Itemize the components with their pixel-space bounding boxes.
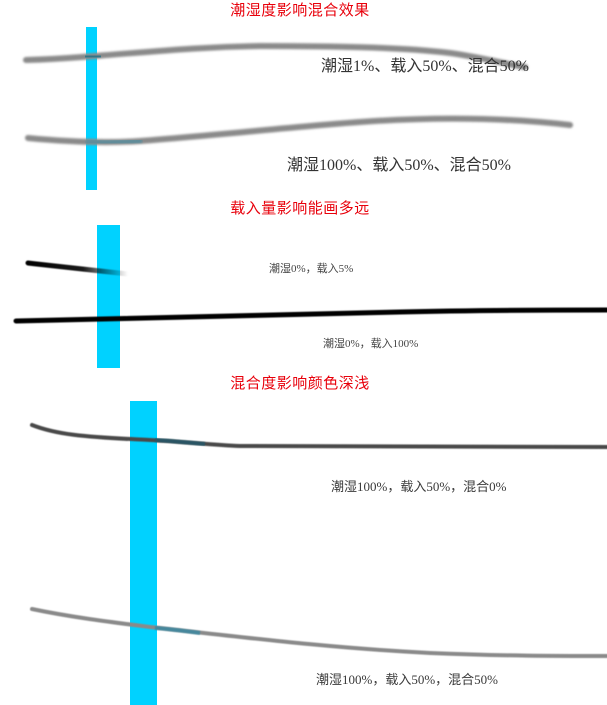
section-3-title: 混合度影响颜色深浅: [230, 374, 370, 392]
brush-stroke-blend0: [30, 423, 607, 449]
brush-stroke-load5: [25, 260, 131, 277]
cyan-color-bar-3: [130, 401, 157, 705]
blend-smear-1: [85, 138, 143, 145]
brush-stroke-load100: [13, 307, 607, 324]
blend-smear-3: [154, 626, 201, 635]
cyan-color-bar-2: [97, 225, 120, 368]
label-wet100-load50-blend50-b: 潮湿100%，载入50%，混合50%: [316, 672, 498, 687]
blend-spot-1: [83, 53, 103, 60]
brush-stroke-blend50: [30, 607, 607, 658]
section-2-title: 载入量影响能画多远: [230, 199, 370, 217]
section-1-title: 潮湿度影响混合效果: [230, 1, 370, 19]
label-wet100-load50-blend0: 潮湿100%，载入50%，混合0%: [331, 479, 507, 494]
label-wet1-load50-blend50: 潮湿1%、载入50%、混合50%: [321, 58, 529, 75]
label-wet0-load5: 潮湿0%，载入5%: [269, 263, 354, 275]
label-wet0-load100: 潮湿0%，载入100%: [323, 338, 419, 350]
label-wet100-load50-blend50: 潮湿100%、载入50%、混合50%: [287, 157, 511, 174]
brush-stroke-wet100: [25, 115, 573, 145]
blend-smear-2: [154, 438, 206, 446]
cyan-color-bar-1: [86, 27, 97, 190]
